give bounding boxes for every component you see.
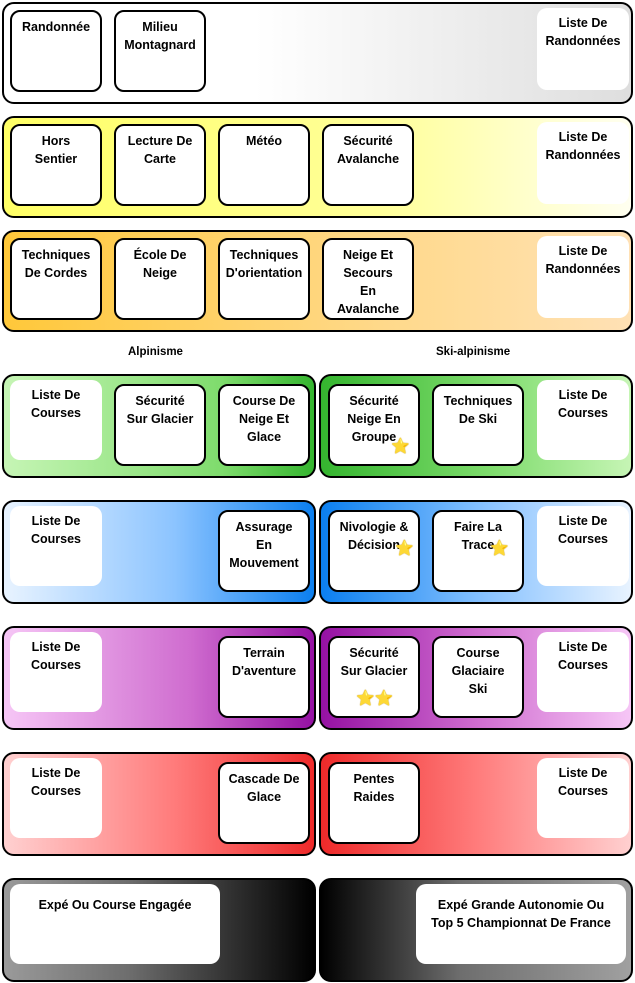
caption-ski-alpinisme: Ski-alpinisme bbox=[436, 346, 511, 358]
card-label: Liste De Courses bbox=[30, 640, 82, 672]
card-label: Lecture De Carte bbox=[127, 134, 193, 166]
card-label: Nivologie & Décision bbox=[339, 520, 409, 552]
card-label: Randonnée bbox=[21, 20, 91, 34]
star-icon: ⭐ bbox=[490, 540, 509, 557]
card-milieu-montagnard[interactable]: Milieu Montagnard bbox=[114, 10, 206, 92]
card-course-glaciaire-ski[interactable]: Course Glaciaire Ski bbox=[432, 636, 524, 718]
card-label: Course Glaciaire Ski bbox=[451, 646, 505, 696]
card-label: Course De Neige Et Glace bbox=[232, 394, 296, 444]
star-icon: ⭐ bbox=[395, 540, 414, 557]
card-randonnee[interactable]: Randonnée bbox=[10, 10, 102, 92]
card-label: Liste De Randonnées bbox=[545, 16, 621, 48]
card-liste-randonnees[interactable]: Liste De Randonnées bbox=[537, 122, 629, 204]
card-expe-grande-autonomie[interactable]: Expé Grande Autonomie Ou Top 5 Championn… bbox=[416, 884, 626, 964]
card-label: Terrain D'aventure bbox=[231, 646, 297, 678]
card-liste-courses[interactable]: Liste De Courses bbox=[537, 380, 629, 460]
card-securite-avalanche[interactable]: Sécurité Avalanche bbox=[322, 124, 414, 206]
card-label: Liste De Courses bbox=[557, 388, 609, 420]
card-course-neige-glace[interactable]: Course De Neige Et Glace bbox=[218, 384, 310, 466]
card-techniques-cordes[interactable]: Techniques De Cordes bbox=[10, 238, 102, 320]
card-label: Sécurité Neige En Groupe bbox=[347, 394, 401, 444]
card-label: Liste De Randonnées bbox=[545, 244, 621, 276]
card-liste-courses[interactable]: Liste De Courses bbox=[537, 758, 629, 838]
randonnee-row-2: Hors Sentier Lecture De Carte Météo Sécu… bbox=[2, 116, 633, 218]
card-label: Hors Sentier bbox=[34, 134, 78, 166]
card-liste-courses[interactable]: Liste De Courses bbox=[537, 506, 629, 586]
card-cascade-glace[interactable]: Cascade De Glace bbox=[218, 762, 310, 844]
randonnee-row-1: Randonnée Milieu Montagnard Liste De Ran… bbox=[2, 2, 633, 104]
card-label: Liste De Courses bbox=[30, 388, 82, 420]
alpinisme-black-band: Expé Ou Course Engagée bbox=[2, 878, 316, 982]
ski-black-band: Expé Grande Autonomie Ou Top 5 Championn… bbox=[319, 878, 633, 982]
card-label: Neige Et Secours En Avalanche bbox=[336, 248, 400, 316]
ski-purple-band: Sécurité Sur Glacier ⭐⭐ Course Glaciaire … bbox=[319, 626, 633, 730]
card-label: Liste De Courses bbox=[30, 514, 82, 546]
card-label: Assurage En Mouvement bbox=[229, 520, 299, 570]
card-label: Milieu Montagnard bbox=[124, 20, 196, 52]
card-liste-courses[interactable]: Liste De Courses bbox=[10, 758, 102, 838]
card-liste-randonnees[interactable]: Liste De Randonnées bbox=[537, 8, 629, 90]
card-meteo[interactable]: Météo bbox=[218, 124, 310, 206]
card-label: Faire La Trace bbox=[454, 520, 502, 552]
card-nivologie-decision[interactable]: Nivologie & Décision⭐ bbox=[328, 510, 420, 592]
card-lecture-carte[interactable]: Lecture De Carte bbox=[114, 124, 206, 206]
card-label: Liste De Courses bbox=[557, 514, 609, 546]
card-label: Liste De Courses bbox=[557, 640, 609, 672]
card-label: Liste De Courses bbox=[557, 766, 609, 798]
card-liste-courses[interactable]: Liste De Courses bbox=[537, 632, 629, 712]
card-liste-randonnees[interactable]: Liste De Randonnées bbox=[537, 236, 629, 318]
ski-blue-band: Nivologie & Décision⭐ Faire La Trace⭐ Li… bbox=[319, 500, 633, 604]
caption-alpinisme: Alpinisme bbox=[128, 346, 183, 358]
randonnee-row-3: Techniques De Cordes École De Neige Tech… bbox=[2, 230, 633, 332]
card-label: Sécurité Avalanche bbox=[336, 134, 400, 166]
ski-red-band: Pentes Raides Liste De Courses bbox=[319, 752, 633, 856]
card-label: Météo bbox=[245, 134, 283, 148]
card-label: Expé Ou Course Engagée bbox=[38, 898, 192, 912]
card-label: Sécurité Sur Glacier bbox=[126, 394, 194, 426]
card-label: Techniques De Cordes bbox=[21, 248, 91, 280]
card-techniques-ski[interactable]: Techniques De Ski bbox=[432, 384, 524, 466]
card-expe-course-engagee[interactable]: Expé Ou Course Engagée bbox=[10, 884, 220, 964]
card-terrain-aventure[interactable]: Terrain D'aventure bbox=[218, 636, 310, 718]
card-label: Pentes Raides bbox=[353, 772, 395, 804]
card-label: Liste De Randonnées bbox=[545, 130, 621, 162]
card-securite-glacier[interactable]: Sécurité Sur Glacier ⭐⭐ bbox=[328, 636, 420, 718]
double-star-icon: ⭐⭐ bbox=[356, 690, 394, 707]
alpinisme-purple-band: Liste De Courses Terrain D'aventure bbox=[2, 626, 316, 730]
card-label: Liste De Courses bbox=[30, 766, 82, 798]
alpinisme-green-band: Liste De Courses Sécurité Sur Glacier Co… bbox=[2, 374, 316, 478]
card-liste-courses[interactable]: Liste De Courses bbox=[10, 380, 102, 460]
card-label: Expé Grande Autonomie Ou Top 5 Championn… bbox=[431, 898, 611, 930]
card-label: Techniques De Ski bbox=[443, 394, 513, 426]
card-securite-glacier[interactable]: Sécurité Sur Glacier bbox=[114, 384, 206, 466]
alpinisme-blue-band: Liste De Courses Assurage En Mouvement bbox=[2, 500, 316, 604]
card-label: Techniques D'orientation bbox=[225, 248, 303, 280]
card-label: École De Neige bbox=[133, 248, 187, 280]
card-faire-la-trace[interactable]: Faire La Trace⭐ bbox=[432, 510, 524, 592]
card-label: Cascade De Glace bbox=[228, 772, 300, 804]
card-label: Sécurité Sur Glacier bbox=[340, 646, 408, 678]
card-liste-courses[interactable]: Liste De Courses bbox=[10, 506, 102, 586]
card-liste-courses[interactable]: Liste De Courses bbox=[10, 632, 102, 712]
star-icon: ⭐ bbox=[391, 438, 410, 455]
card-securite-neige-groupe[interactable]: Sécurité Neige En Groupe⭐ bbox=[328, 384, 420, 466]
card-ecole-neige[interactable]: École De Neige bbox=[114, 238, 206, 320]
ski-green-band: Sécurité Neige En Groupe⭐ Techniques De … bbox=[319, 374, 633, 478]
card-hors-sentier[interactable]: Hors Sentier bbox=[10, 124, 102, 206]
alpinisme-red-band: Liste De Courses Cascade De Glace bbox=[2, 752, 316, 856]
card-pentes-raides[interactable]: Pentes Raides bbox=[328, 762, 420, 844]
card-assurage-mouvement[interactable]: Assurage En Mouvement bbox=[218, 510, 310, 592]
card-techniques-orientation[interactable]: Techniques D'orientation bbox=[218, 238, 310, 320]
card-neige-secours-avalanche[interactable]: Neige Et Secours En Avalanche bbox=[322, 238, 414, 320]
